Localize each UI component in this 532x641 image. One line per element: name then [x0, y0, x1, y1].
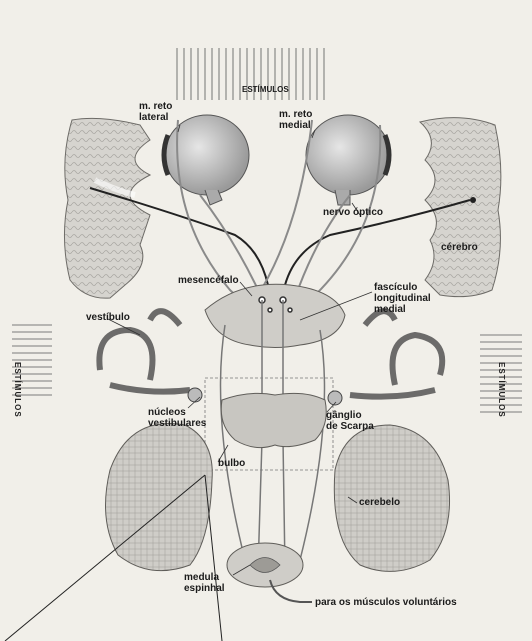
right-cerebrum — [420, 118, 501, 297]
right-inner-ear — [350, 311, 442, 397]
medulla — [221, 393, 326, 447]
midbrain — [205, 284, 345, 347]
left-cerebellum — [106, 423, 213, 570]
mlf-label: fascículo longitudinal medial — [374, 282, 431, 315]
medulla-label: bulbo — [218, 458, 245, 469]
optic-nerve-label: nervo óptico — [323, 207, 383, 218]
right-stimuli-label: ESTÍMULOS — [497, 362, 506, 418]
lateral-rectus-label: m. reto lateral — [139, 101, 172, 123]
right-eyeball — [306, 115, 390, 205]
spinal-cord-label: medula espinhal — [184, 572, 225, 594]
left-stimuli-label: ESTÍMULOS — [13, 362, 22, 418]
cerebellum-label: cerebelo — [359, 497, 400, 508]
vestibular-nuclei-label: núcleos vestibulares — [148, 407, 206, 429]
midbrain-label: mesencéfalo — [178, 275, 239, 286]
medial-rectus-label: m. reto medial — [279, 109, 312, 131]
top-stimuli-label: ESTÍMULOS — [242, 84, 289, 95]
vestibule-label: vestíbulo — [86, 312, 130, 323]
left-cerebrum — [64, 118, 150, 298]
voluntary-muscles-label: para os músculos voluntários — [315, 597, 457, 608]
scarpa-ganglion-label: gânglio de Scarpa — [326, 410, 374, 432]
left-inner-ear — [99, 311, 190, 392]
cerebrum-label: cérebro — [441, 242, 478, 253]
